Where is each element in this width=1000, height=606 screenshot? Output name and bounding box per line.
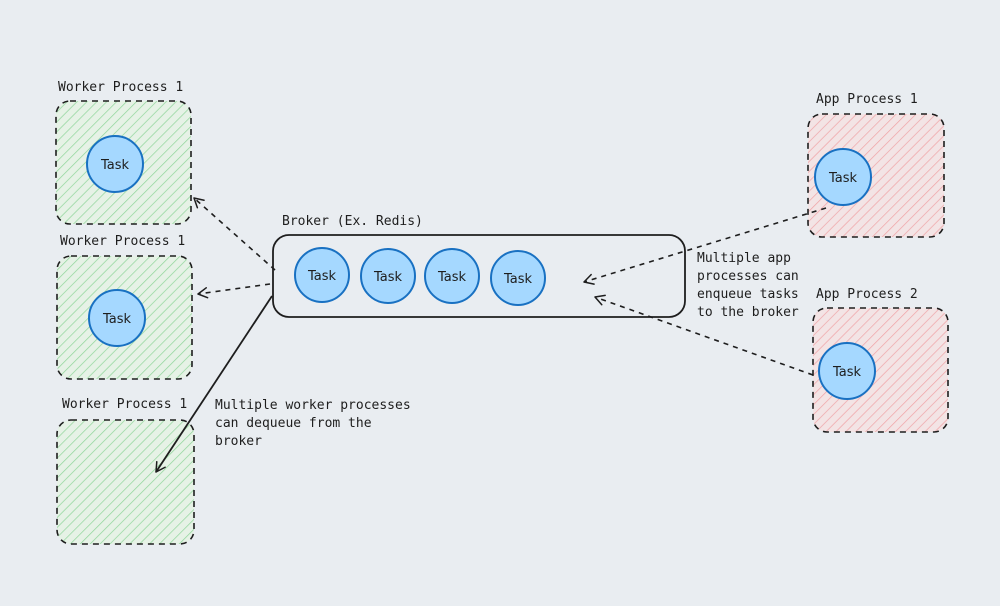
app-process-box-2 xyxy=(812,307,949,433)
broker-label: Broker (Ex. Redis) xyxy=(282,214,423,229)
task-circle-broker-4: Task xyxy=(490,250,546,306)
workers-note: Multiple worker processes can dequeue fr… xyxy=(215,398,411,449)
task-label: Task xyxy=(100,158,130,173)
arrow-icon xyxy=(594,294,814,376)
task-circle-broker-2: Task xyxy=(360,248,416,304)
task-circle-broker-3: Task xyxy=(424,248,480,304)
task-circle-app-1: Task xyxy=(814,148,872,206)
task-circle-worker-1: Task xyxy=(86,135,144,193)
worker-process-label: Worker Process 1 xyxy=(62,397,188,412)
task-label: Task xyxy=(503,272,533,287)
task-label: Task xyxy=(832,365,862,380)
arrow-icon xyxy=(193,197,276,271)
task-circle-app-2: Task xyxy=(818,342,876,400)
worker-process-label: Worker Process 1 xyxy=(58,80,184,95)
task-circle-worker-2: Task xyxy=(88,289,146,347)
worker-process-label: Worker Process 1 xyxy=(60,234,186,249)
app-process-box-1 xyxy=(807,113,945,238)
apps-note: Multiple app processes can enqueue tasks… xyxy=(697,251,799,320)
task-label: Task xyxy=(307,269,337,284)
task-circle-broker-1: Task xyxy=(294,247,350,303)
broker-box xyxy=(272,234,686,318)
arrow-icon xyxy=(155,295,273,473)
task-label: Task xyxy=(373,270,403,285)
task-label: Task xyxy=(437,270,467,285)
app-process-label: App Process 2 xyxy=(816,287,918,302)
arrow-icon xyxy=(197,283,271,299)
task-label: Task xyxy=(102,312,132,327)
arrow-icon xyxy=(583,207,827,285)
app-process-label: App Process 1 xyxy=(816,92,918,107)
task-label: Task xyxy=(828,171,858,186)
worker-process-box-3 xyxy=(56,419,195,545)
